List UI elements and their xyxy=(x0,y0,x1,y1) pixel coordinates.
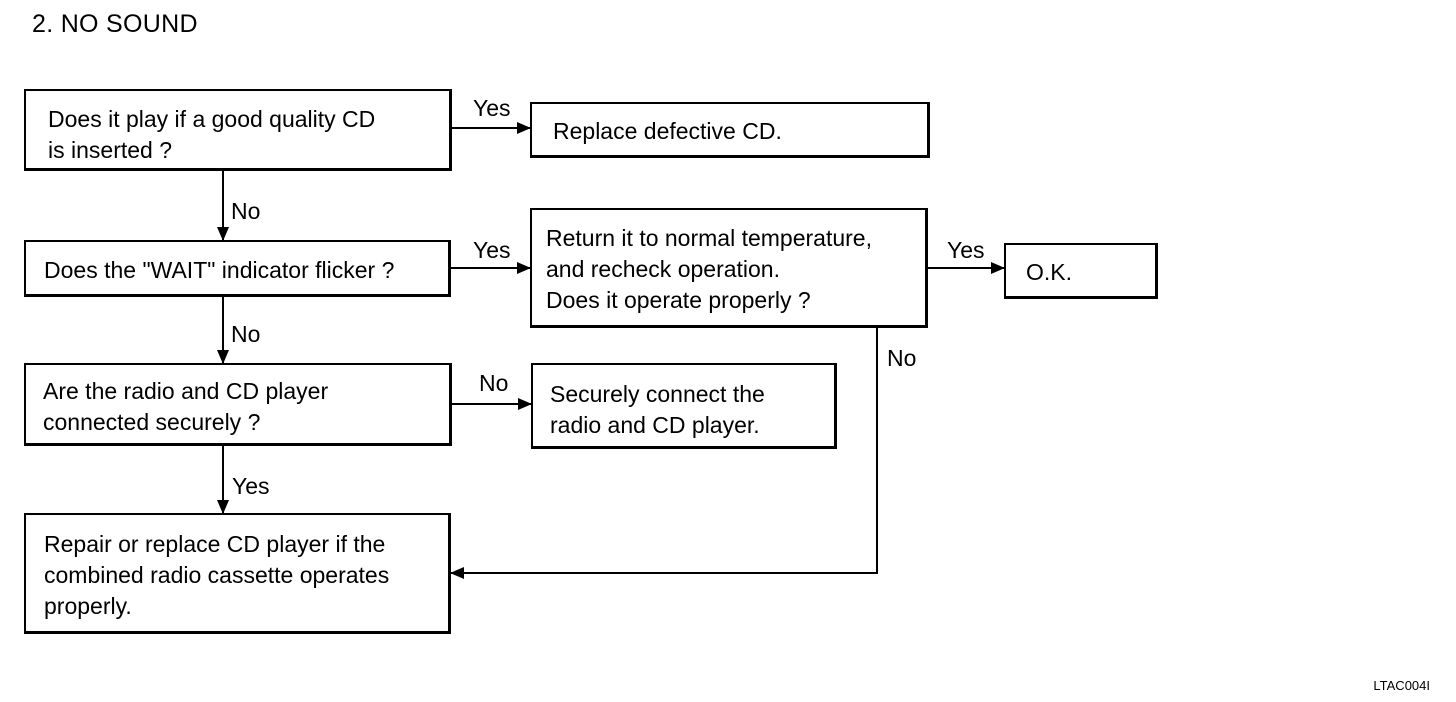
node-a5-line: Repair or replace CD player if the xyxy=(44,531,386,557)
node-a4-line: radio and CD player. xyxy=(550,412,760,438)
node-ok-line: O.K. xyxy=(1026,259,1073,285)
node-q4-line: Are the radio and CD player xyxy=(43,378,329,404)
node-q1-line: Does it play if a good quality CD xyxy=(48,106,376,132)
edge-label-q3-ok: Yes xyxy=(947,237,985,263)
edge-label-q3-a5: No xyxy=(887,345,917,371)
node-a5-line: properly. xyxy=(44,593,132,619)
node-a1-line: Replace defective CD. xyxy=(553,118,782,144)
node-q2: Does the "WAIT" indicator flicker ? xyxy=(24,240,451,297)
node-q1-line: is inserted ? xyxy=(48,137,173,163)
node-a5-line: combined radio cassette operates xyxy=(44,562,390,588)
diagram-title: 2. NO SOUND xyxy=(32,10,198,38)
node-q4: Are the radio and CD player connected se… xyxy=(24,363,452,446)
edge-label-q4-a5: Yes xyxy=(232,473,270,499)
node-q4-line: connected securely ? xyxy=(43,409,261,435)
node-a1: Replace defective CD. xyxy=(530,102,930,158)
node-q3-line: Return it to normal temperature, xyxy=(546,225,872,251)
arrow-q3-a5 xyxy=(450,327,878,579)
node-q2-line: Does the "WAIT" indicator flicker ? xyxy=(44,257,395,283)
node-q3-line: Does it operate properly ? xyxy=(546,287,811,313)
node-a5: Repair or replace CD player if the combi… xyxy=(24,513,451,634)
edge-label-q1-a1: Yes xyxy=(473,95,511,121)
edge-label-q1-q2: No xyxy=(231,198,261,224)
figure-code: LTAC004I xyxy=(1373,678,1430,693)
node-q3-line: and recheck operation. xyxy=(546,256,780,282)
node-ok: O.K. xyxy=(1004,243,1158,299)
node-a4: Securely connect the radio and CD player… xyxy=(531,363,837,449)
node-q3: Return it to normal temperature, and rec… xyxy=(530,208,928,328)
edge-label-q2-q3: Yes xyxy=(473,237,511,263)
node-q1: Does it play if a good quality CD is ins… xyxy=(24,89,452,171)
edge-label-q2-q4: No xyxy=(231,321,261,347)
node-a4-line: Securely connect the xyxy=(550,381,765,407)
edge-label-q4-a4: No xyxy=(479,370,509,396)
